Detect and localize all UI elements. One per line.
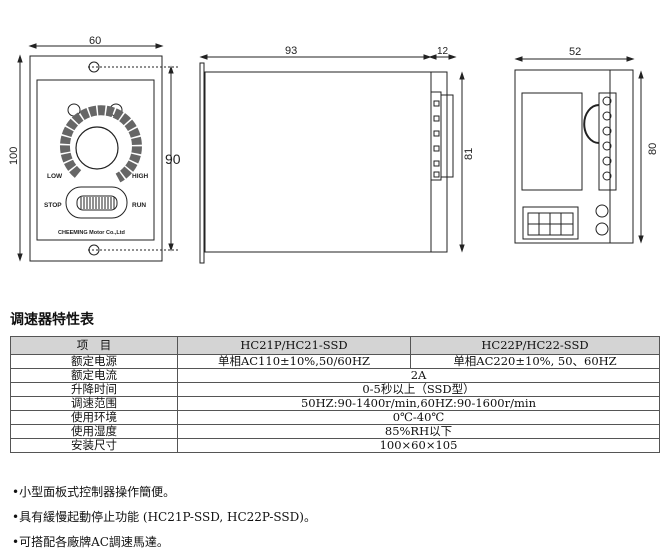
header-hc22: HC22P/HC22-SSD	[410, 336, 660, 355]
front-view: 60 100 90 LOW HIGH STOP RUN CHEEMING Mot…	[8, 35, 181, 262]
row-label: 使用湿度	[10, 424, 178, 439]
row-value: 50HZ:90-1400r/min,60HZ:90-1600r/min	[177, 396, 660, 411]
row-value: 单相AC110±10%,50/60HZ	[177, 354, 411, 369]
brand-label: CHEEMING Motor Co.,Ltd	[58, 230, 125, 236]
row-value: 0℃-40℃	[177, 410, 660, 425]
row-label: 使用环境	[10, 410, 178, 425]
back-view: 52 80	[514, 46, 659, 244]
dim-front-inner-height: 90	[165, 151, 181, 167]
spec-table: 项 目 HC21P/HC21-SSD HC22P/HC22-SSD 额定电源单相…	[10, 336, 660, 453]
run-label: RUN	[132, 202, 146, 209]
feature-notes: •小型面板式控制器操作簡便。 •具有緩慢起動停止功能 (HC21P-SSD, H…	[12, 480, 316, 555]
table-title: 调速器特性表	[10, 312, 94, 328]
row-value: 单相AC220±10%, 50、60HZ	[410, 354, 660, 369]
row-value: 2A	[177, 368, 660, 383]
dim-front-height: 100	[8, 147, 20, 165]
dim-back-height: 80	[647, 143, 659, 155]
row-value: 100×60×105	[177, 438, 660, 453]
row-label: 额定电流	[10, 368, 178, 383]
note-item: •可搭配各廠牌AC調速馬達。	[12, 535, 169, 549]
dim-side-length: 93	[285, 45, 297, 57]
dimension-drawings: 60 100 90 LOW HIGH STOP RUN CHEEMING Mot…	[8, 35, 659, 264]
dim-front-width: 60	[89, 35, 101, 47]
dim-terminal-depth: 12	[437, 46, 449, 57]
note-item: •小型面板式控制器操作簡便。	[12, 485, 176, 499]
note-item: •具有緩慢起動停止功能 (HC21P-SSD, HC22P-SSD)。	[12, 510, 316, 524]
table-header-row: 项 目 HC21P/HC21-SSD HC22P/HC22-SSD	[10, 336, 660, 355]
row-label: 安装尺寸	[10, 438, 178, 453]
row-label: 调速范围	[10, 396, 178, 411]
header-item: 项 目	[10, 336, 178, 355]
row-value: 0-5秒以上（SSD型）	[177, 382, 660, 397]
high-label: HIGH	[132, 173, 149, 180]
header-hc21: HC21P/HC21-SSD	[177, 336, 411, 355]
dim-back-width: 52	[569, 46, 581, 58]
dim-side-height: 81	[463, 148, 475, 160]
side-view: 93 12 81	[199, 45, 475, 264]
row-label: 额定电源	[10, 354, 178, 369]
row-value: 85%RH以下	[177, 424, 660, 439]
low-label: LOW	[47, 173, 63, 180]
stop-label: STOP	[44, 202, 62, 209]
row-label: 升降时间	[10, 382, 178, 397]
